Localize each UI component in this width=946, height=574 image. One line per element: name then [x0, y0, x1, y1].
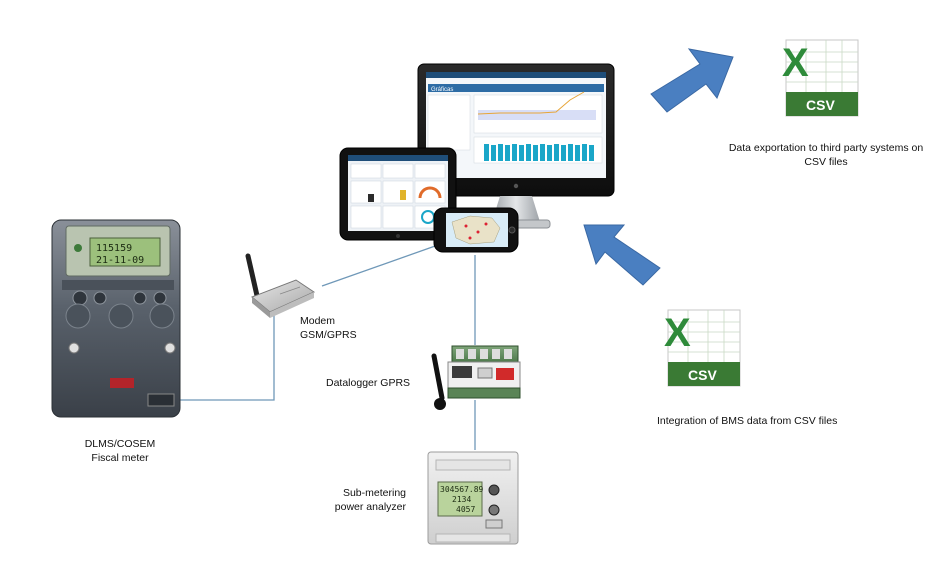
analyzer-display-line3: 4057: [456, 505, 475, 514]
meter-display-line1: 115159: [96, 243, 132, 254]
csv-badge-text: CSV: [688, 367, 717, 383]
export-label-line2: CSV files: [804, 156, 848, 168]
meter-display-line2: 21-11-09: [96, 255, 144, 266]
submeter-label-line1: Sub-metering: [342, 487, 406, 499]
csv-file-icon-import: X CSV: [664, 309, 741, 387]
modem: [245, 253, 316, 318]
excel-x-letter: X: [664, 311, 691, 355]
fiscal-meter-label-line2: Fiscal meter: [91, 452, 149, 464]
meter-to-modem-line: [176, 300, 275, 401]
integration-label: Integration of BMS data from CSV files: [657, 415, 838, 427]
power-analyzer: 304567.89 2134 4057: [427, 451, 519, 545]
csv-file-icon-export: X CSV: [782, 39, 859, 117]
datalogger-label: Datalogger GPRS: [326, 377, 411, 389]
monitor-screen-title: Gráficas: [431, 87, 453, 93]
connectors: [176, 244, 476, 450]
analyzer-display-line1: 304567.89: [440, 485, 484, 494]
export-arrow: [650, 48, 734, 113]
csv-badge-text: CSV: [806, 97, 835, 113]
modem-label-line2: GSM/GPRS: [300, 329, 357, 341]
export-label-line1: Data exportation to third party systems …: [728, 142, 924, 154]
fiscal-meter-label: DLMS/COSEM Fiscal meter: [60, 437, 180, 465]
fiscal-meter: 115159 21-11-09: [51, 219, 181, 418]
import-arrow: [583, 224, 661, 286]
modem-label: Modem GSM/GPRS: [300, 314, 357, 342]
tablet: [339, 147, 457, 241]
datalogger: [431, 345, 521, 410]
smartphone: [433, 207, 519, 253]
analyzer-display-line2: 2134: [452, 495, 471, 504]
submeter-label: Sub-metering power analyzer: [314, 486, 406, 514]
modem-label-line1: Modem: [300, 315, 336, 327]
excel-x-letter: X: [782, 41, 809, 85]
submeter-label-line2: power analyzer: [334, 501, 406, 513]
fiscal-meter-label-line1: DLMS/COSEM: [84, 438, 156, 450]
modem-to-tablet-line: [321, 244, 439, 287]
monitor-bar-chart: [484, 144, 594, 161]
export-label: Data exportation to third party systems …: [718, 141, 934, 169]
